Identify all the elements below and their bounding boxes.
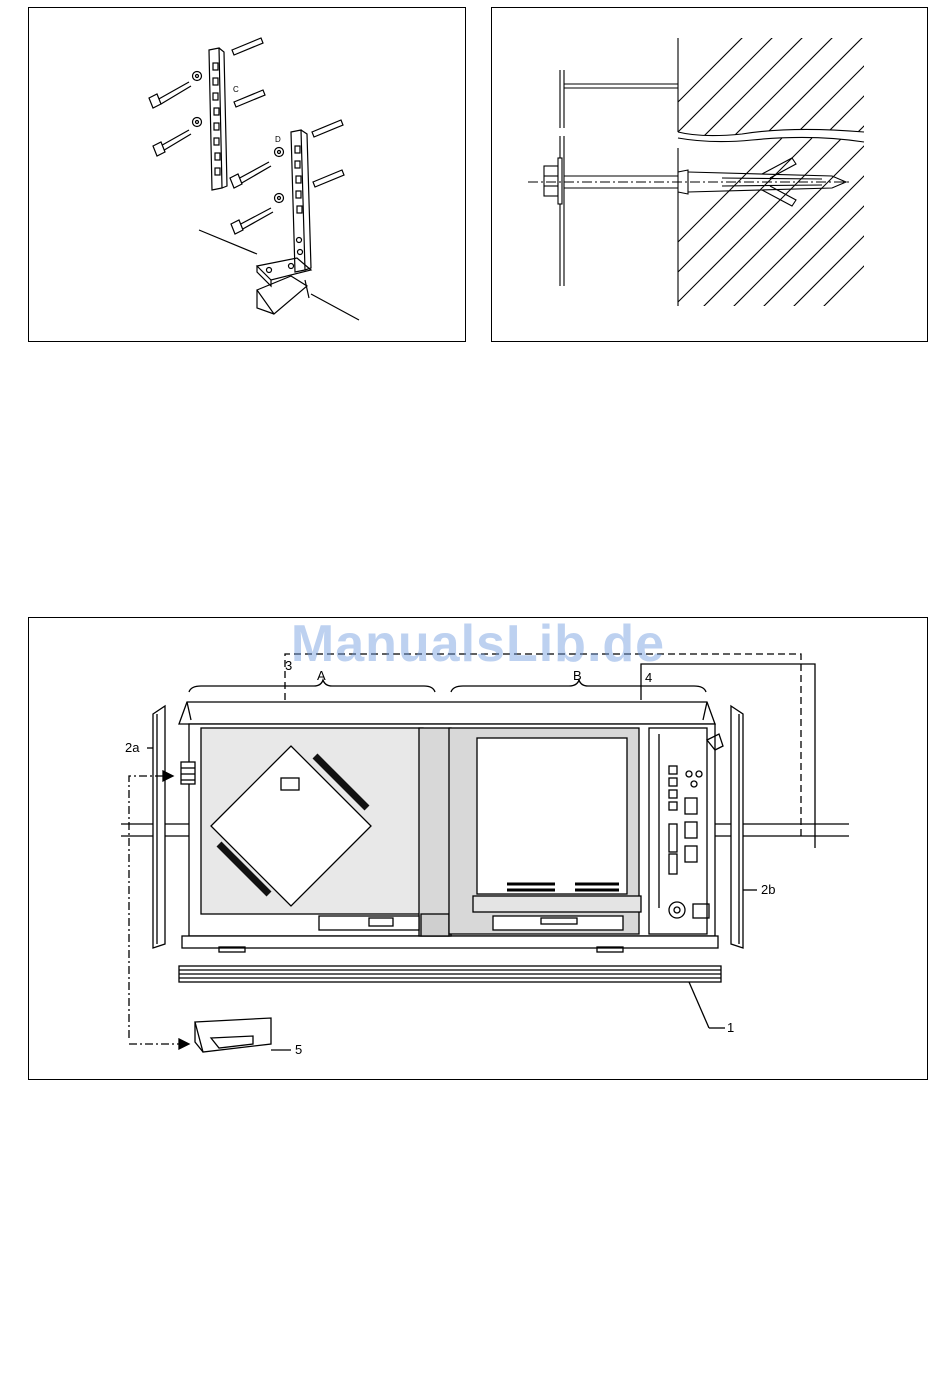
unit-drawing: 3 A B 4 2a 2b 1 5: [29, 618, 929, 1081]
label-1: 1: [727, 1020, 734, 1035]
watermark: ManualsLib.de: [288, 614, 668, 674]
figure-wall-bracket: C D: [28, 7, 466, 342]
label-d: D: [275, 135, 281, 144]
figure-unit-overview: 3 A B 4 2a 2b 1 5: [28, 617, 928, 1080]
figure-wall-anchor: [491, 7, 928, 342]
label-c: C: [233, 85, 239, 94]
label-2b: 2b: [761, 882, 775, 897]
anchor-drawing: [492, 8, 929, 343]
bracket-drawing: C D: [29, 8, 467, 343]
label-2a: 2a: [125, 740, 140, 755]
label-5: 5: [295, 1042, 302, 1057]
